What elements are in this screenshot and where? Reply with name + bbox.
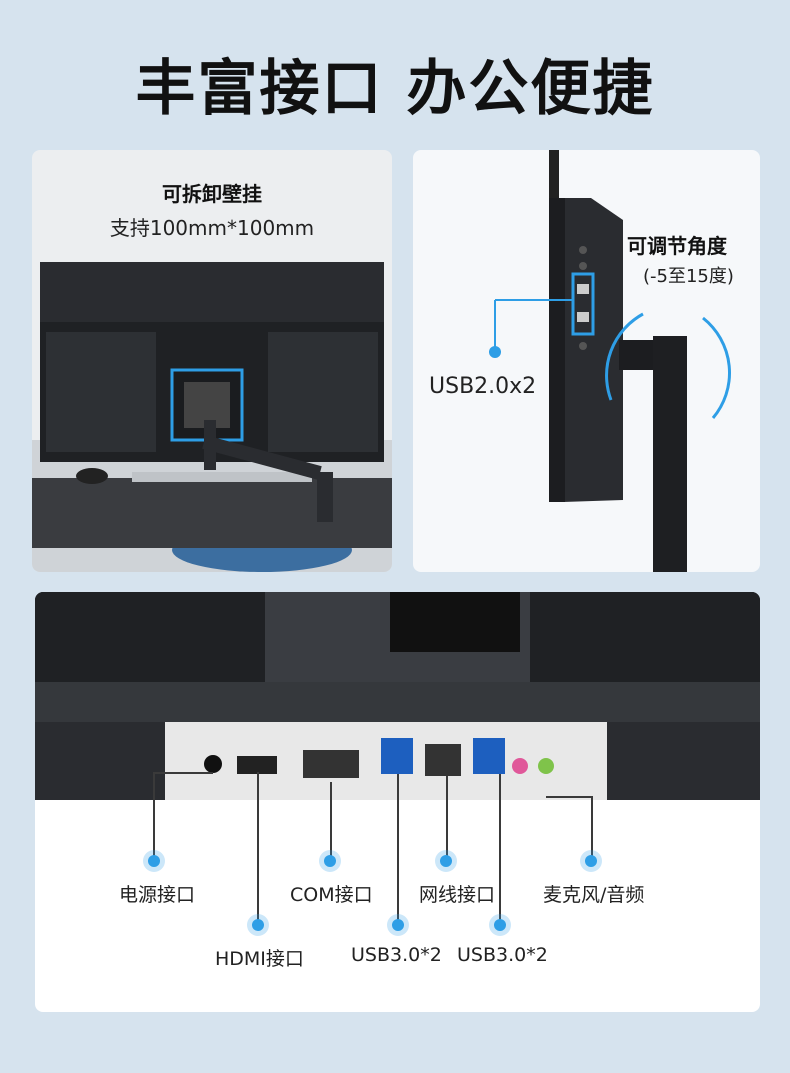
usb-a-label: USB3.0*2 [351,944,442,966]
wall-mount-heading: 可拆卸壁挂 [162,182,262,206]
audio-dot [580,850,602,872]
com-dot [319,850,341,872]
wall-mount-sub: 支持100mm*100mm [109,216,315,240]
audio-label: 麦克风/音频 [543,884,645,906]
angle-range: (-5至15度) [643,266,734,287]
lan-label: 网线接口 [419,884,496,906]
ports-card: 电源接口 HDMI接口 COM接口 USB3.0*2 网线接口 USB3.0*2… [35,592,760,1012]
usb-b-label: USB3.0*2 [457,944,548,966]
lan-dot [435,850,457,872]
hdmi-dot [247,914,269,936]
wall-mount-card: 可拆卸壁挂 支持100mm*100mm [32,150,392,572]
hdmi-label: HDMI接口 [215,948,304,970]
monitor-bottom-illustration [35,592,760,818]
usb2-label: USB2.0x2 [429,374,537,399]
power-label: 电源接口 [119,884,196,906]
angle-heading: 可调节角度 [627,234,727,258]
angle-card: 可调节角度 (-5至15度) USB2.0x2 [413,150,760,572]
usb-a-dot [387,914,409,936]
page-title: 丰富接口 办公便捷 [135,54,655,124]
usb-b-dot [489,914,511,936]
monitor-side-illustration [489,150,731,572]
monitor-back-illustration [32,262,392,572]
com-label: COM接口 [290,884,373,906]
power-dot [143,850,165,872]
